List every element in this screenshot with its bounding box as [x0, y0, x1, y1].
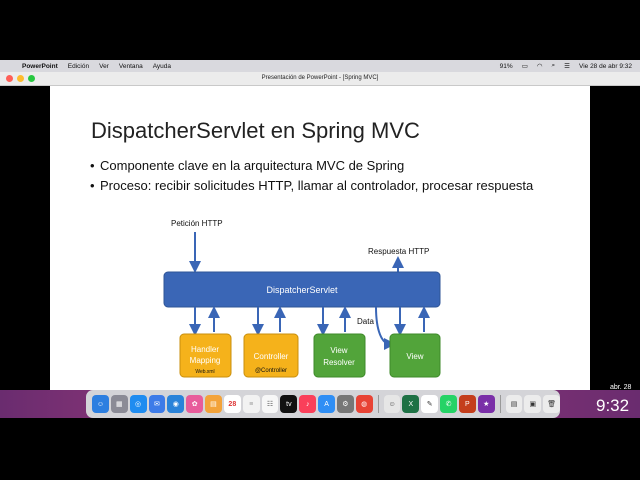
- window-titlebar: Presentación de PowerPoint - [Spring MVC…: [0, 72, 640, 86]
- launchpad-icon[interactable]: ▦: [110, 395, 128, 413]
- window-title: Presentación de PowerPoint - [Spring MVC…: [261, 75, 379, 81]
- tv-icon[interactable]: tv: [280, 395, 298, 413]
- finder-icon[interactable]: ☺: [92, 395, 109, 413]
- powerpoint-icon[interactable]: P: [458, 395, 476, 413]
- slide: DispatcherServlet en Spring MVC Componen…: [50, 86, 590, 390]
- search-icon[interactable]: ⌕: [551, 62, 556, 69]
- control-center-icon[interactable]: ☰: [564, 63, 570, 70]
- reminders-icon[interactable]: ☷: [261, 395, 279, 413]
- dock-separator: [499, 395, 501, 413]
- wifi-icon[interactable]: ◠: [536, 63, 543, 70]
- handler-label-line1: Handler: [191, 345, 219, 354]
- contacts-icon[interactable]: ▤: [205, 395, 222, 413]
- controller-sub-label: @Controller: [255, 368, 287, 374]
- calendar-icon[interactable]: 28: [223, 395, 241, 413]
- zoom-window-button[interactable]: [28, 75, 35, 82]
- request-label: Petición HTTP: [171, 219, 223, 228]
- excel-icon[interactable]: X: [402, 395, 420, 413]
- bullet-item: Proceso: recibir solicitudes HTTP, llama…: [90, 177, 550, 194]
- menu-ayuda[interactable]: Ayuda: [152, 62, 172, 70]
- chrome-icon[interactable]: ◍: [355, 395, 373, 413]
- dispatcher-servlet-box: [163, 271, 441, 308]
- data-arrow: [375, 306, 396, 350]
- menu-ver[interactable]: Ver: [99, 62, 109, 70]
- music-icon[interactable]: ♪: [299, 395, 317, 413]
- photos-icon[interactable]: ✿: [186, 395, 204, 413]
- dock-separator: [377, 395, 379, 413]
- star-app-icon[interactable]: ★: [477, 395, 495, 413]
- screenshot-icon[interactable]: ▣: [524, 395, 542, 413]
- minimize-window-button[interactable]: [17, 75, 24, 82]
- preview-icon[interactable]: ☺: [383, 395, 401, 413]
- app-store-icon[interactable]: A: [318, 395, 335, 413]
- menu-ventana[interactable]: Ventana: [118, 62, 143, 70]
- handler-sub-label: Web.xml: [195, 369, 214, 375]
- view-resolver-box: [313, 333, 366, 378]
- handler-label-line2: Mapping: [190, 356, 221, 365]
- resolver-label-line1: View: [330, 346, 347, 355]
- messages-icon[interactable]: ◉: [167, 395, 185, 413]
- bullet-list: Componente clave en la arquitectura MVC …: [90, 157, 550, 197]
- view-label: View: [406, 352, 423, 361]
- battery-icon[interactable]: ▭: [521, 63, 528, 70]
- menu-app-name[interactable]: PowerPoint: [22, 62, 58, 70]
- trash-icon[interactable]: 🗑: [543, 395, 561, 413]
- safari-icon[interactable]: ◎: [129, 395, 147, 413]
- desktop-date-label: abr. 28: [610, 384, 632, 391]
- menu-clock[interactable]: Vie 28 de abr 9:32: [578, 62, 632, 70]
- downloads-folder-icon[interactable]: ▤: [505, 395, 523, 413]
- handler-mapping-box: [179, 333, 232, 378]
- settings-gear-icon[interactable]: ⚙: [336, 395, 354, 413]
- controller-box: [243, 333, 299, 378]
- architecture-diagram: Petición HTTP Respuesta HTTP DispatcherS…: [163, 219, 441, 378]
- battery-percent[interactable]: 91%: [499, 62, 513, 70]
- controller-label: Controller: [254, 352, 289, 361]
- dock: ☺ ▦ ◎ ✉ ◉ ✿ ▤ 28 ≡ ☷ tv ♪ A ⚙ ◍ ☺ X ✎ ✆ …: [86, 390, 561, 418]
- view-box: [389, 333, 441, 378]
- slide-title: DispatcherServlet en Spring MVC: [91, 118, 420, 143]
- data-label: Data: [357, 317, 374, 326]
- bullet-item: Componente clave en la arquitectura MVC …: [90, 157, 550, 174]
- response-label: Respuesta HTTP: [368, 247, 429, 256]
- menu-edicion[interactable]: Edición: [67, 62, 90, 70]
- desktop-clock: 9:32: [596, 396, 630, 415]
- whatsapp-icon[interactable]: ✆: [440, 395, 457, 413]
- textedit-icon[interactable]: ✎: [421, 395, 439, 413]
- menu-bar: PowerPoint Edición Ver Ventana Ayuda 91%…: [0, 60, 640, 72]
- dispatcher-label: DispatcherServlet: [266, 285, 338, 295]
- close-window-button[interactable]: [6, 75, 13, 82]
- resolver-label-line2: Resolver: [323, 358, 355, 367]
- notes-icon[interactable]: ≡: [242, 395, 260, 413]
- mail-icon[interactable]: ✉: [148, 395, 166, 413]
